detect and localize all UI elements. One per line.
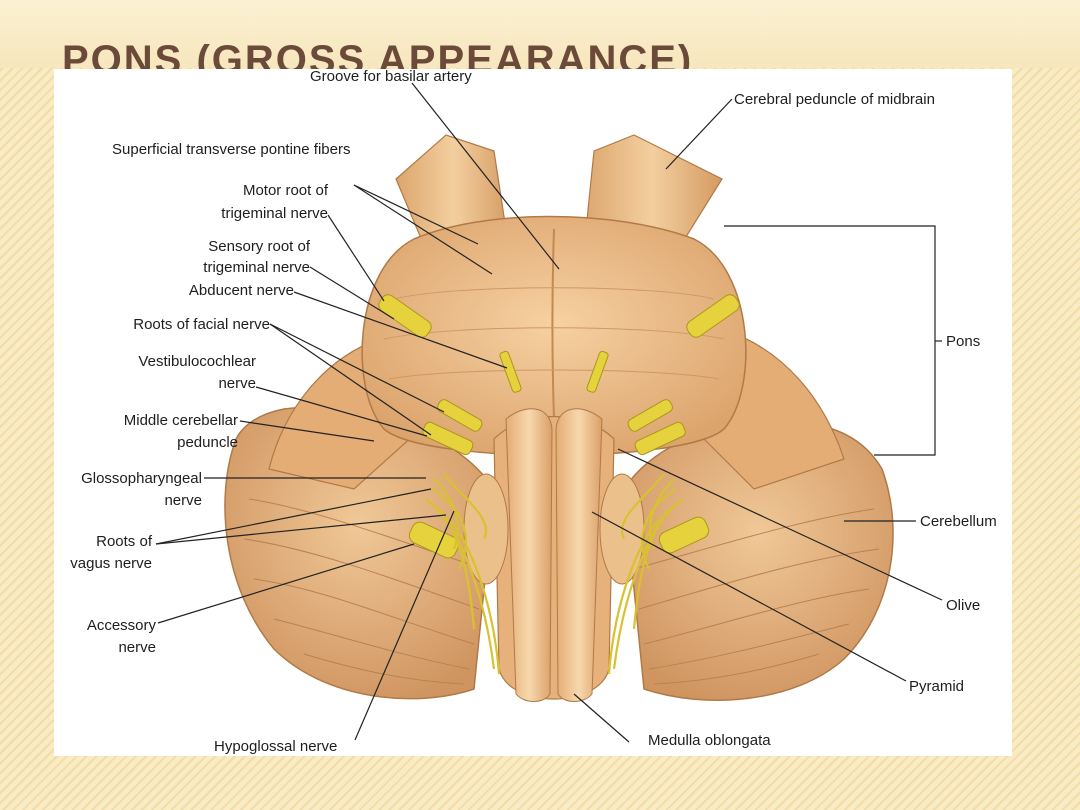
abducent-nerve-right xyxy=(586,350,609,393)
vestibulocochlear-nerve-right xyxy=(634,421,686,456)
brainstem-illustration xyxy=(155,82,943,743)
accessory-nerve-right xyxy=(658,516,710,554)
trigeminal-nerve-left xyxy=(378,294,432,338)
label-middle-cerebellar-line2: peduncle xyxy=(177,434,238,451)
cerebellum-left xyxy=(224,406,495,700)
label-vestibulocochlear-line1: Vestibulocochlear xyxy=(138,353,256,370)
trigeminal-nerve-right xyxy=(686,294,740,338)
label-glossopharyngeal-line1: Glossopharyngeal xyxy=(81,470,202,487)
label-sensory-root-line2: trigeminal nerve xyxy=(203,259,310,276)
label-cerebellum: Cerebellum xyxy=(920,513,997,530)
label-olive: Olive xyxy=(946,597,981,614)
label-accessory-line1: Accessory xyxy=(86,617,156,634)
facial-nerve-left xyxy=(437,399,483,432)
pyramid-right xyxy=(555,408,603,702)
label-middle-cerebellar-line1: Middle cerebellar xyxy=(123,412,238,429)
abducent-nerve-left xyxy=(499,350,522,393)
nerve-rootlets xyxy=(425,473,683,675)
label-accessory-line2: nerve xyxy=(118,639,156,656)
label-sensory-root-line1: Sensory root of xyxy=(208,238,310,255)
label-vagus-line2: vagus nerve xyxy=(70,555,152,572)
anatomy-figure: Groove for basilar artery Cerebral pedun… xyxy=(54,69,1012,756)
label-superficial-pontine-fibers: Superficial transverse pontine fibers xyxy=(112,141,351,158)
pons-body xyxy=(361,215,747,456)
cranial-nerves xyxy=(378,294,740,559)
label-glossopharyngeal-line2: nerve xyxy=(164,492,202,509)
label-vagus-line1: Roots of xyxy=(96,533,152,550)
basilar-groove xyxy=(551,228,555,420)
label-medulla-oblongata: Medulla oblongata xyxy=(648,732,771,749)
label-hypoglossal-nerve: Hypoglossal nerve xyxy=(214,738,338,755)
label-cerebral-peduncle: Cerebral peduncle of midbrain xyxy=(734,91,935,108)
label-motor-root-line1: Motor root of xyxy=(242,182,328,199)
facial-nerve-right xyxy=(627,399,673,432)
vestibulocochlear-nerve-left xyxy=(422,421,474,456)
label-abducent-nerve: Abducent nerve xyxy=(188,282,294,299)
accessory-nerve-left xyxy=(408,521,460,559)
label-pyramid: Pyramid xyxy=(909,678,965,695)
leader-lines xyxy=(155,82,943,743)
pyramid-left xyxy=(505,408,553,702)
label-groove-basilar-artery: Groove for basilar artery xyxy=(310,69,472,85)
label-pons: Pons xyxy=(946,333,981,350)
label-motor-root-line2: trigeminal nerve xyxy=(221,205,328,222)
label-vestibulocochlear-line2: nerve xyxy=(218,375,256,392)
title-band xyxy=(0,0,1080,68)
label-roots-facial-nerve: Roots of facial nerve xyxy=(133,316,270,333)
